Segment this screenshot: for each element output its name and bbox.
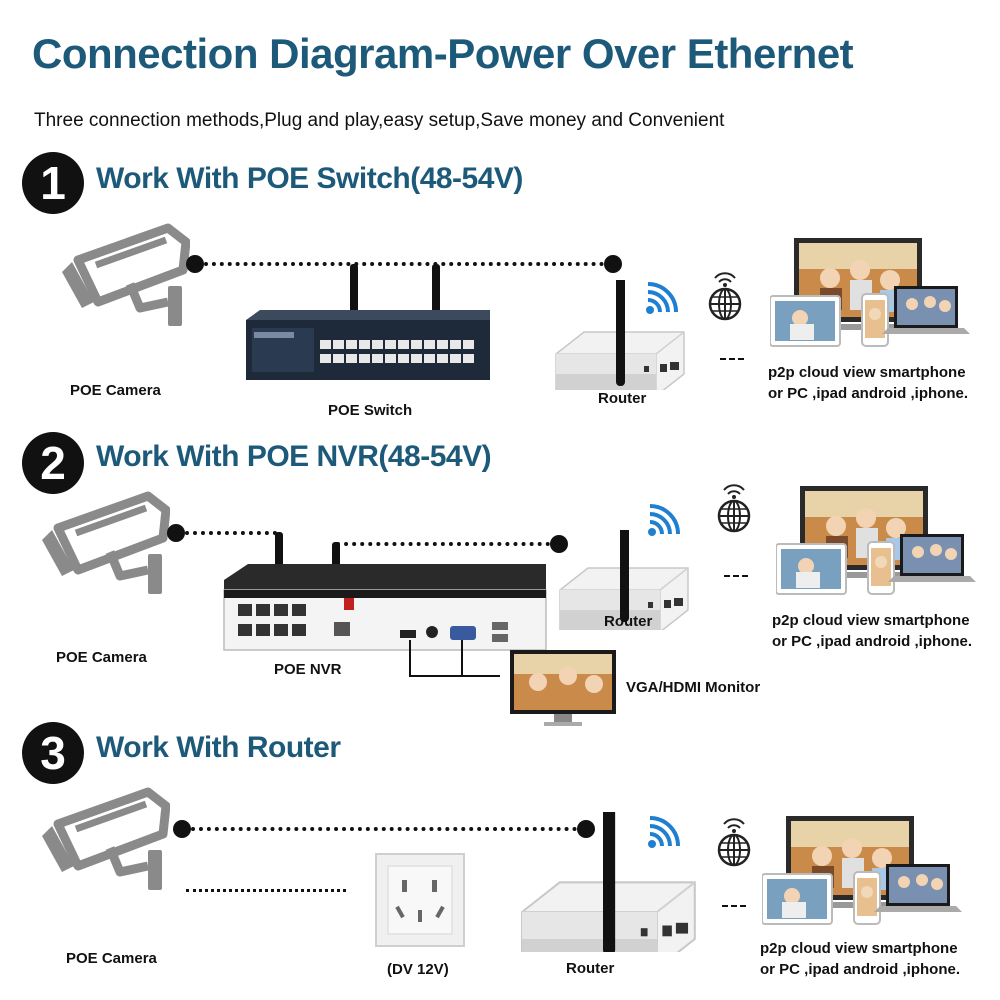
poe-nvr-image xyxy=(223,532,547,651)
wireless-link xyxy=(724,575,748,577)
section-2-monitor-label: VGA/HDMI Monitor xyxy=(626,679,761,696)
wifi-icon xyxy=(646,504,680,538)
cctv-camera-icon xyxy=(40,784,170,904)
client-devices-image xyxy=(762,816,962,925)
ethernet-line xyxy=(336,542,550,546)
monitor-image xyxy=(510,650,616,726)
section-2-device-label: POE NVR xyxy=(274,661,342,678)
section-3-router-label: Router xyxy=(566,960,615,977)
client-devices-image xyxy=(776,486,976,595)
section-3-device-label: (DV 12V) xyxy=(387,961,449,978)
connection-dot xyxy=(577,820,595,838)
view-text-line-2: or PC ,ipad android ,iphone. xyxy=(760,961,961,978)
connection-dot xyxy=(186,255,204,273)
wireless-link xyxy=(720,358,744,360)
cctv-camera-icon xyxy=(40,488,170,608)
section-3-camera-label: POE Camera xyxy=(66,950,157,967)
section-3-view-text: p2p cloud view smartphone or PC ,ipad an… xyxy=(760,938,960,980)
poe-switch-image xyxy=(246,264,490,380)
connection-dot xyxy=(550,535,568,553)
globe-icon xyxy=(717,484,751,533)
power-socket-image xyxy=(375,853,465,947)
section-1-number: 1 xyxy=(22,152,84,214)
section-1-device-label: POE Switch xyxy=(328,402,413,419)
wifi-icon xyxy=(644,282,678,316)
view-text-line-2: or PC ,ipad android ,iphone. xyxy=(768,385,969,402)
section-2-view-text: p2p cloud view smartphone or PC ,ipad an… xyxy=(772,610,972,652)
connection-dot xyxy=(173,820,191,838)
view-text-line-1: p2p cloud view smartphone xyxy=(768,364,966,381)
section-2-number: 2 xyxy=(22,432,84,494)
wireless-link xyxy=(722,905,746,907)
monitor-cable xyxy=(409,640,500,677)
ethernet-line xyxy=(191,827,577,831)
section-3-heading: Work With Router xyxy=(96,731,341,764)
view-text-line-2: or PC ,ipad android ,iphone. xyxy=(772,633,973,650)
section-1-router-label: Router xyxy=(598,390,647,407)
connection-dot xyxy=(167,524,185,542)
section-2-heading: Work With POE NVR(48-54V) xyxy=(96,440,492,473)
ethernet-line xyxy=(185,531,277,535)
section-1-camera-label: POE Camera xyxy=(70,382,161,399)
power-line xyxy=(186,889,346,892)
client-devices-image xyxy=(770,238,970,347)
ethernet-line xyxy=(204,262,604,266)
section-1-heading: Work With POE Switch(48-54V) xyxy=(96,162,523,195)
section-2-router-label: Router xyxy=(604,613,653,630)
wifi-icon xyxy=(646,816,680,850)
section-2-camera-label: POE Camera xyxy=(56,649,147,666)
connection-dot xyxy=(604,255,622,273)
page-subtitle: Three connection methods,Plug and play,e… xyxy=(34,110,725,131)
view-text-line-1: p2p cloud view smartphone xyxy=(772,612,970,629)
globe-icon xyxy=(708,272,742,321)
section-1-view-text: p2p cloud view smartphone or PC ,ipad an… xyxy=(768,362,968,404)
globe-icon xyxy=(717,818,751,867)
section-3-number: 3 xyxy=(22,722,84,784)
view-text-line-1: p2p cloud view smartphone xyxy=(760,940,958,957)
page-title: Connection Diagram-Power Over Ethernet xyxy=(32,30,854,77)
cctv-camera-icon xyxy=(60,220,190,340)
